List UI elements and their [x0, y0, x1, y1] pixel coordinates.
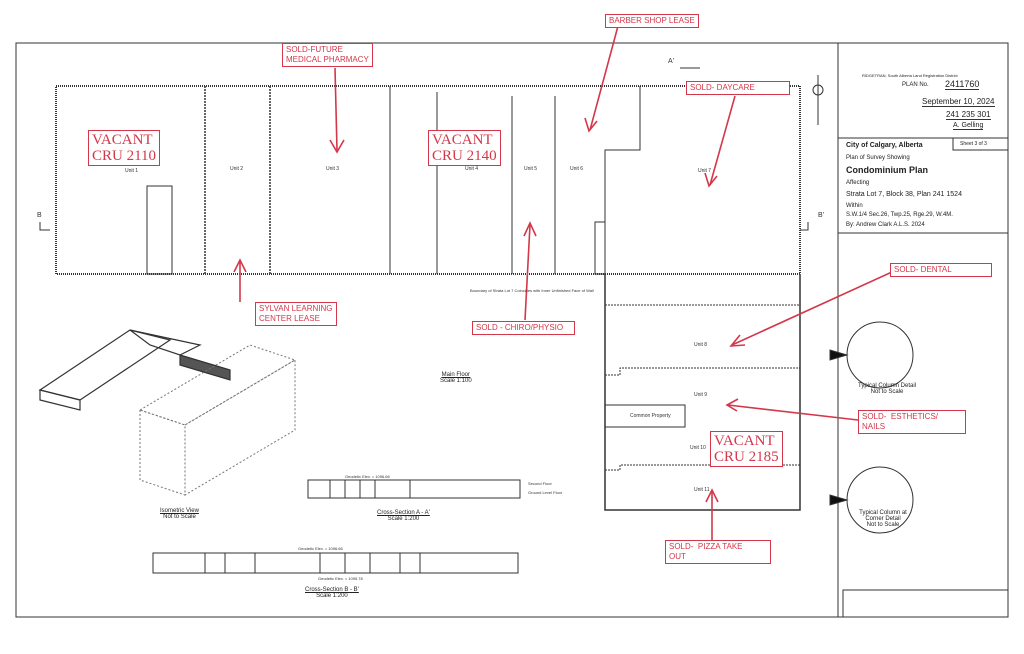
geodetic-elev: Geodetic Elev. = 1096.66 — [345, 474, 390, 479]
plan-no-label: PLAN No. — [902, 82, 929, 88]
annotation-vacant-2110: VACANT CRU 2110 — [88, 130, 161, 166]
section-a2-marker: A' — [668, 58, 675, 65]
location: S.W.1/4 Sec.26, Twp.25, Rge.29, W.4M. — [846, 212, 953, 218]
registry-district: RIDGETRAN, South Alberta Land Registrati… — [862, 73, 958, 78]
common-property-label: Common Property — [630, 413, 671, 419]
geodetic-elev: Geodetic Elev. = 1096.66 — [298, 546, 343, 551]
unit-label: Unit 11 — [694, 487, 710, 493]
sheet-number: Sheet 3 of 3 — [960, 141, 987, 147]
unit-label: Unit 6 — [570, 166, 584, 172]
cross-section-b-caption: Cross-Section B - B'Scale 1:200 — [305, 587, 359, 599]
annotation-chiro: SOLD - CHIRO/PHYSIO — [472, 321, 575, 335]
unit-label: Unit 4 — [465, 166, 479, 172]
instrument-number: 241 235 301 — [946, 110, 991, 120]
annotation-vacant-2140: VACANT CRU 2140 — [428, 130, 501, 166]
registrar-signature: A. Gelling — [953, 122, 984, 130]
annotation-pharmacy: SOLD-FUTURE MEDICAL PHARMACY — [282, 43, 373, 67]
legal-description: Strata Lot 7, Block 38, Plan 241 1524 — [846, 191, 962, 198]
ground-floor-label: Ground Level Floor — [528, 490, 563, 495]
second-floor-label: Second Floor — [528, 481, 552, 486]
section-b-marker: B — [37, 212, 42, 219]
geodetic-elev: Geodetic Elev. = 1095.78 — [318, 576, 363, 581]
unit-label: Unit 2 — [230, 166, 244, 172]
within-label: Within — [846, 203, 863, 209]
unit-label: Unit 10 — [690, 445, 706, 451]
annotation-sylvan: SYLVAN LEARNING CENTER LEASE — [255, 302, 337, 326]
annotation-pizza: SOLD- PIZZA TAKE OUT — [665, 540, 771, 564]
annotation-vacant-2185: VACANT CRU 2185 — [710, 431, 783, 467]
unit-label: Unit 9 — [694, 392, 708, 398]
unit-label: Unit 8 — [694, 342, 708, 348]
plan-type: Condominium Plan — [846, 165, 928, 175]
unit-label: Unit 1 — [125, 168, 139, 174]
surveyor: By: Andrew Clark A.L.S. 2024 — [846, 222, 925, 228]
annotation-esthetics: SOLD- ESTHETICS/ NAILS — [858, 410, 966, 434]
cross-section-a-caption: Cross-Section A - A'Scale 1:200 — [377, 510, 430, 522]
plan-number: 2411760 — [945, 79, 980, 90]
annotation-dental: SOLD- DENTAL — [890, 263, 992, 277]
registration-date: September 10, 2024 — [922, 97, 995, 107]
unit-label: Unit 7 — [698, 168, 712, 174]
unit-label: Unit 3 — [326, 166, 340, 172]
plan-of-survey: Plan of Survey Showing — [846, 155, 910, 161]
section-b2-marker: B' — [818, 212, 825, 219]
boundary-note: Boundary of Strata Lot 7 Coincides with … — [470, 288, 594, 293]
affecting-label: Affecting — [846, 180, 870, 186]
city: City of Calgary, Alberta — [846, 142, 923, 149]
annotation-barber-shop: BARBER SHOP LEASE — [605, 14, 699, 28]
annotation-daycare: SOLD- DAYCARE — [686, 81, 790, 95]
unit-label: Unit 5 — [524, 166, 538, 172]
